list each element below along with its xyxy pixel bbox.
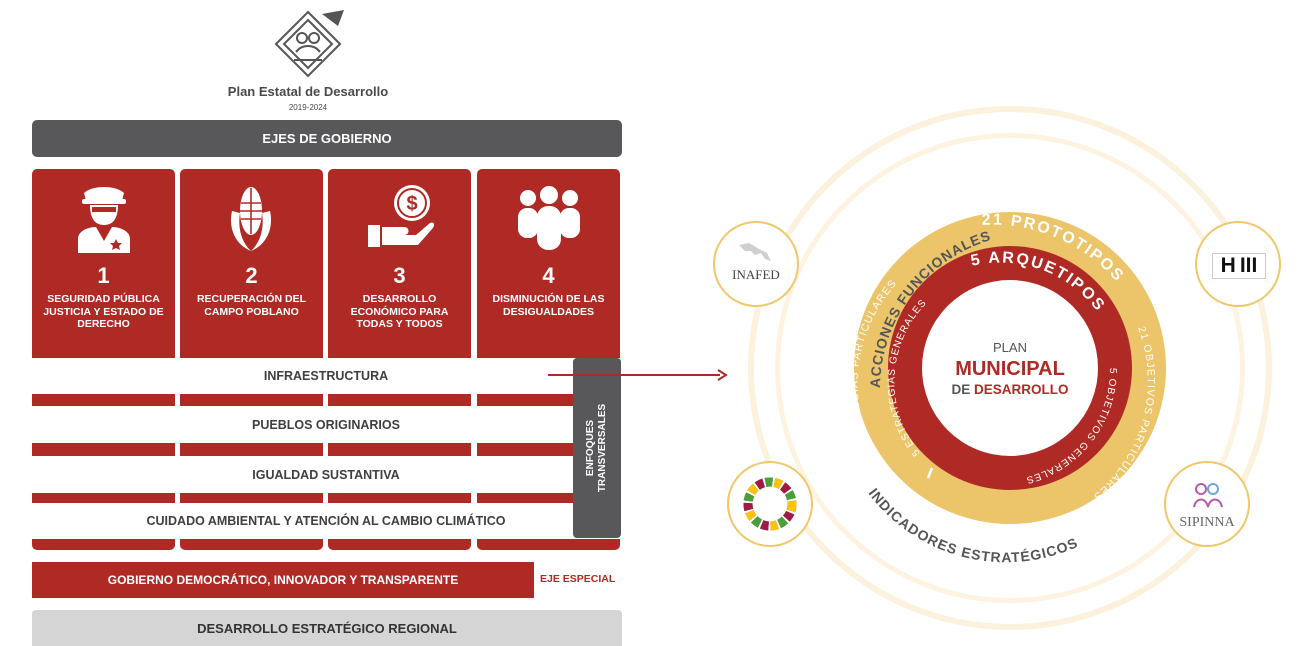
ring-diagram: ACCIONES FUNCIONALES INDICADORES ESTRATÉ… (748, 106, 1272, 630)
enfoques-line: ENFOQUES (585, 419, 597, 477)
axis-label-line: SEGURIDAD PÚBLICA (47, 293, 160, 305)
h-iii-logo: H III (1195, 221, 1281, 307)
enfoques-transversales-box (573, 358, 621, 538)
svg-text:$: $ (406, 193, 417, 215)
axis-label-line: JUSTICIA Y ESTADO DE (43, 305, 164, 318)
band-cuidado-ambiental: CUIDADO AMBIENTAL Y ATENCIÓN AL CAMBIO C… (32, 503, 620, 539)
h-letter: H (1220, 254, 1236, 277)
center-plan: PLAN (993, 340, 1027, 355)
axis-label-line: DESARROLLO (362, 293, 437, 305)
sipinna-logo: SIPINNA (1164, 461, 1250, 547)
band-infraestructura: INFRAESTRUCTURA (32, 358, 620, 394)
arrow-connector (548, 369, 728, 381)
iii-letters: III (1239, 254, 1258, 277)
ods-wheel-icon (743, 477, 797, 531)
axis-label-line: DESIGUALDADES (502, 305, 594, 318)
plan-title: Plan Estatal de Desarrollo (227, 84, 389, 99)
people-group-icon (518, 186, 580, 250)
enfoques-transversales-label: ENFOQUES TRANSVERSALES (573, 358, 621, 538)
axis-number-4: 4 (542, 263, 555, 288)
h-iii-box: H III (1212, 253, 1266, 279)
center-de: DE (951, 382, 970, 397)
ods-logo (727, 461, 813, 547)
axis-label-line: RECUPERACIÓN DEL (196, 293, 307, 305)
mexico-map-icon (739, 243, 771, 261)
emblem-logo (274, 10, 344, 78)
band-pueblos-originarios: PUEBLOS ORIGINARIOS (32, 406, 620, 443)
band-igualdad-sustantiva: IGUALDAD SUSTANTIVA (32, 456, 620, 493)
axis-number-3: 3 (393, 263, 406, 288)
plan-years: 2019-2024 (288, 103, 328, 112)
axis-label-3: DESARROLLO ECONÓMICO PARA TODAS Y TODOS (328, 293, 471, 331)
money-hand-icon: $ (368, 185, 434, 247)
axis-label-line: DERECHO (77, 318, 130, 330)
center-desarrollo: DE DESARROLLO (951, 382, 1068, 397)
axis-label-line: DISMINUCIÓN DE LAS (492, 293, 605, 305)
desarrollo-regional-bar: DESARROLLO ESTRATÉGICO REGIONAL (32, 610, 622, 646)
corn-icon (230, 187, 272, 251)
eje-especial-bar: GOBIERNO DEMOCRÁTICO, INNOVADOR Y TRANSP… (32, 562, 534, 598)
axis-label-2: RECUPERACIÓN DEL CAMPO POBLANO (180, 293, 323, 318)
inafed-text: INAFED (732, 267, 780, 282)
eje-especial-tag: EJE ESPECIAL (540, 573, 616, 585)
center-municipal: MUNICIPAL (955, 358, 1065, 380)
axis-label-4: DISMINUCIÓN DE LAS DESIGUALDADES (477, 293, 620, 318)
axis-label-line: ECONÓMICO PARA (350, 305, 449, 318)
axis-label-line: CAMPO POBLANO (204, 305, 299, 318)
axis-number-1: 1 (97, 263, 110, 288)
enfoques-line: TRANSVERSALES (597, 403, 609, 493)
ejes-bar: EJES DE GOBIERNO (32, 120, 622, 157)
axis-number-2: 2 (245, 263, 258, 288)
center-desarrollo-main: DESARROLLO (974, 382, 1069, 397)
sipinna-text: SIPINNA (1179, 515, 1235, 530)
police-officer-icon (78, 187, 130, 253)
inafed-logo: INAFED (713, 221, 799, 307)
axis-label-line: TODAS Y TODOS (356, 318, 443, 330)
children-icon (1193, 483, 1223, 508)
axis-label-1: SEGURIDAD PÚBLICA JUSTICIA Y ESTADO DE D… (32, 293, 175, 331)
